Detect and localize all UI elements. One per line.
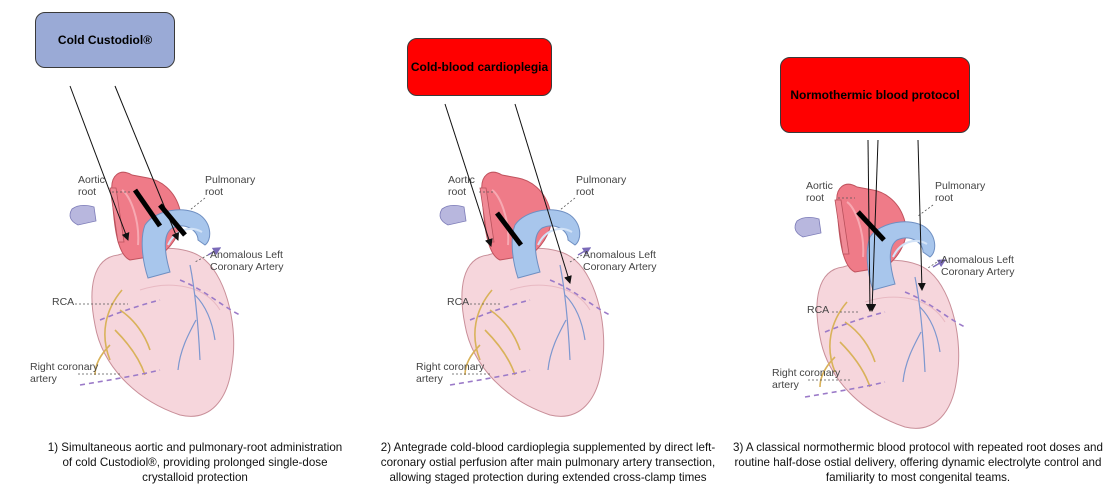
- anatomy-label-anomalous-lca: Anomalous Left Coronary Artery: [941, 254, 1015, 278]
- anatomy-label-rca: RCA: [52, 296, 74, 308]
- anatomy-label-right-coronary-artery: Right coronary artery: [772, 367, 840, 391]
- pulmonary-vein: [440, 205, 466, 225]
- anatomy-label-aortic-root: Aortic root: [78, 174, 105, 198]
- anatomy-label-aortic-root: Aortic root: [448, 174, 475, 198]
- anatomy-label-pulmonary-root: Pulmonary root: [576, 174, 626, 198]
- pulmonary-vein: [795, 217, 821, 237]
- anatomy-label-anomalous-lca: Anomalous Left Coronary Artery: [583, 249, 657, 273]
- anatomy-label-rca: RCA: [807, 304, 829, 316]
- anatomy-label-right-coronary-artery: Right coronary artery: [416, 361, 484, 385]
- pulmonary-vein: [70, 205, 96, 225]
- protocol-label-box: Cold Custodiol®: [35, 12, 175, 68]
- anatomy-label-aortic-root: Aortic root: [806, 180, 833, 204]
- anatomy-label-rca: RCA: [447, 296, 469, 308]
- protocol-label-box: Cold-blood cardioplegia: [407, 38, 552, 96]
- anatomy-label-pulmonary-root: Pulmonary root: [935, 180, 985, 204]
- panel-caption: 1) Simultaneous aortic and pulmonary-roo…: [30, 440, 360, 485]
- anatomy-label-anomalous-lca: Anomalous Left Coronary Artery: [210, 249, 284, 273]
- protocol-label-box: Normothermic blood protocol: [780, 57, 970, 133]
- anatomy-label-right-coronary-artery: Right coronary artery: [30, 361, 98, 385]
- anatomy-label-pulmonary-root: Pulmonary root: [205, 174, 255, 198]
- panel-caption: 3) A classical normothermic blood protoc…: [728, 440, 1108, 485]
- panel-caption: 2) Antegrade cold-blood cardioplegia sup…: [368, 440, 728, 485]
